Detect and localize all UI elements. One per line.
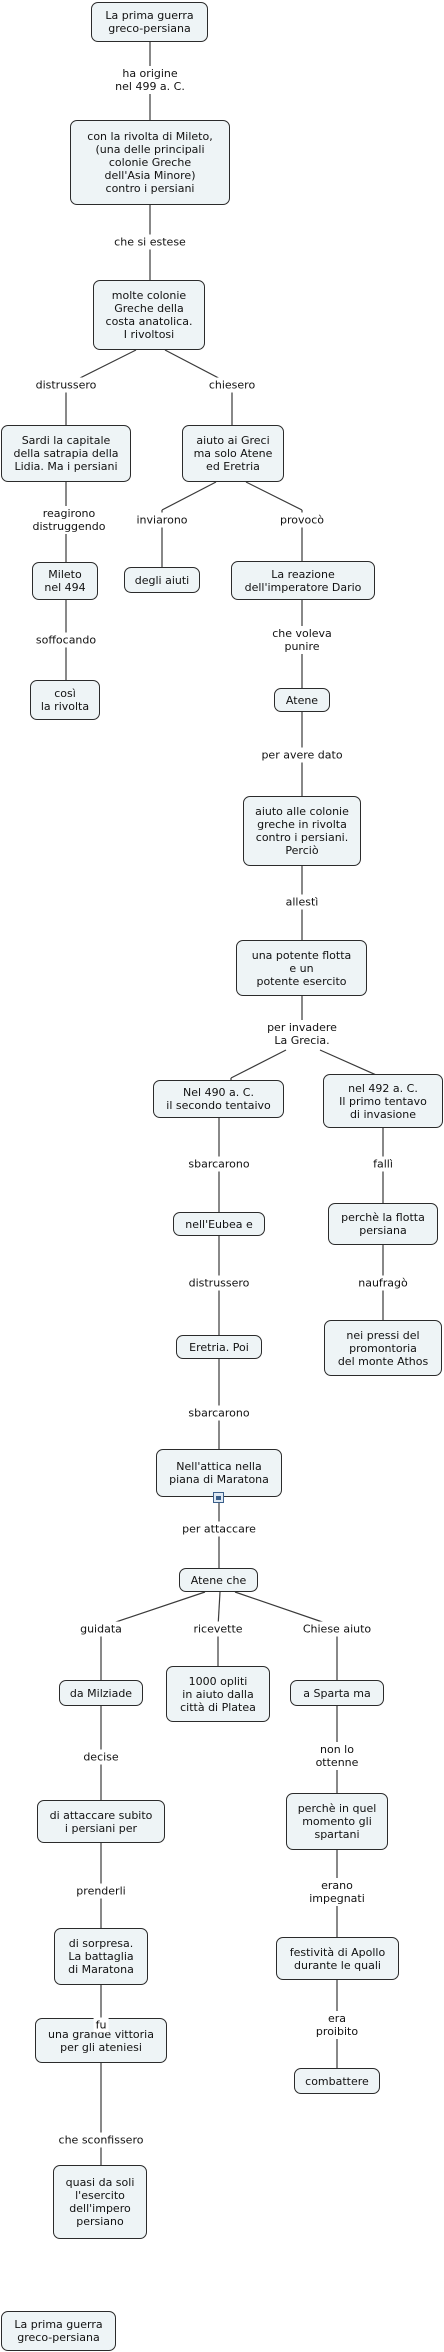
link-guidata: guidata [78, 1621, 124, 1637]
link-falli: fallì [371, 1156, 395, 1172]
node-prima-guerra-bottom[interactable]: La prima guerra greco-persiana [1, 2311, 116, 2351]
link-per-avere-dato: per avere dato [259, 747, 345, 763]
link-ricevette: ricevette [191, 1621, 245, 1637]
link-allesti: allestì [283, 894, 321, 910]
link-erano-impegnati: erano impegnati [307, 1878, 367, 1906]
node-combattere[interactable]: combattere [294, 2068, 380, 2094]
link-sbarcarono-2: sbarcarono [186, 1405, 252, 1421]
link-distrussero-2: distrussero [186, 1275, 252, 1291]
node-spartani[interactable]: perchè in quel momento gli spartani [286, 1793, 388, 1850]
link-inviarono: inviarono [134, 512, 190, 528]
link-chiesero: chiesero [206, 377, 258, 393]
link-fu: fu [93, 2017, 109, 2033]
node-da-milziade[interactable]: da Milziade [59, 1680, 143, 1706]
node-attaccare-subito[interactable]: di attaccare subito i persiani per [37, 1800, 165, 1843]
link-distrussero-1: distrussero [33, 377, 99, 393]
node-prima-guerra-title[interactable]: La prima guerra greco-persiana [91, 2, 208, 42]
node-molte-colonie[interactable]: molte colonie Greche della costa anatoli… [93, 280, 205, 350]
node-492-primo-tentativo[interactable]: nel 492 a. C. Il primo tentavo di invasi… [323, 1074, 443, 1128]
node-potente-flotta[interactable]: una potente flotta e un potente esercito [236, 940, 367, 996]
image-resource-icon[interactable] [213, 1492, 224, 1503]
link-sbarcarono-1: sbarcarono [186, 1156, 252, 1172]
link-ha-origine: ha origine nel 499 a. C. [113, 66, 187, 94]
node-flotta-persiana[interactable]: perchè la flotta persiana [328, 1203, 438, 1245]
link-prenderli: prenderli [74, 1883, 128, 1899]
link-era-proibito: era proibito [313, 2011, 361, 2039]
node-aiuto-greci[interactable]: aiuto ai Greci ma solo Atene ed Eretria [182, 425, 284, 482]
link-naufrago: naufragò [356, 1275, 410, 1291]
node-atene[interactable]: Atene [274, 688, 330, 712]
link-non-lo-ottenne: non lo ottenne [313, 1742, 361, 1770]
link-per-invadere: per invadere La Grecia. [265, 1020, 339, 1048]
link-decise: decise [81, 1749, 121, 1765]
node-piana-maratona[interactable]: Nell'attica nella piana di Maratona [156, 1449, 282, 1497]
link-che-voleva-punire: che voleva punire [270, 626, 334, 654]
node-atene-che[interactable]: Atene che [179, 1568, 258, 1592]
link-che-sconfissero: che sconfissero [56, 2132, 146, 2148]
node-sardi-capitale[interactable]: Sardi la capitale della satrapia della L… [1, 425, 131, 482]
node-monte-athos[interactable]: nei pressi del promontoria del monte Ath… [324, 1320, 442, 1376]
node-quasi-da-soli[interactable]: quasi da soli l'esercito dell'impero per… [53, 2165, 147, 2239]
node-degli-aiuti[interactable]: degli aiuti [124, 567, 200, 593]
node-rivolta-mileto[interactable]: con la rivolta di Mileto, (una delle pri… [70, 120, 230, 205]
link-per-attaccare: per attaccare [180, 1521, 258, 1537]
node-mileto-494[interactable]: Mileto nel 494 [32, 562, 98, 600]
link-che-si-estese: che si estese [112, 234, 188, 250]
node-eubea[interactable]: nell'Eubea e [173, 1212, 265, 1236]
link-chiese-aiuto: Chiese aiuto [300, 1621, 374, 1637]
node-battaglia-maratona[interactable]: di sorpresa. La battaglia di Maratona [54, 1928, 148, 1985]
node-1000-opliti[interactable]: 1000 opliti in aiuto dalla città di Plat… [166, 1666, 270, 1722]
node-490-secondo-tentativo[interactable]: Nel 490 a. C. il secondo tentaivo [153, 1080, 284, 1118]
node-reazione-dario[interactable]: La reazione dell'imperatore Dario [231, 561, 375, 600]
link-reagirono: reagirono distruggendo [30, 506, 108, 534]
node-a-sparta[interactable]: a Sparta ma [290, 1680, 384, 1706]
node-cosi-rivolta[interactable]: così la rivolta [30, 680, 100, 720]
node-festivita-apollo[interactable]: festività di Apollo durante le quali [276, 1937, 399, 1980]
node-eretria[interactable]: Eretria. Poi [176, 1335, 262, 1359]
link-provoco: provocò [277, 512, 327, 528]
node-aiuto-colonie[interactable]: aiuto alle colonie greche in rivolta con… [243, 796, 361, 866]
link-soffocando: soffocando [33, 632, 99, 648]
